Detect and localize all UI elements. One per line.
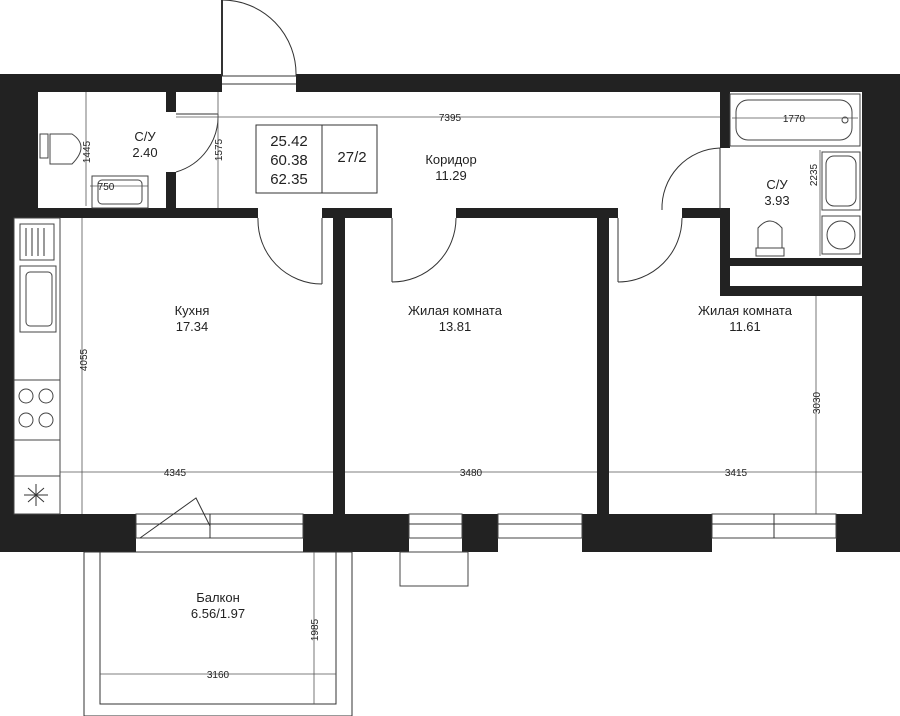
dim-corridor-depth: 1575 bbox=[214, 138, 225, 161]
corridor-area: 11.29 bbox=[435, 168, 467, 183]
kitchen-area: 17.34 bbox=[176, 319, 209, 334]
fixtures bbox=[13, 93, 861, 515]
area-living: 25.42 bbox=[270, 133, 308, 150]
dim-bath-length: 1770 bbox=[783, 114, 806, 125]
area-with-balcony: 62.35 bbox=[270, 171, 308, 188]
living1-name: Жилая комната bbox=[408, 303, 503, 318]
area-total: 60.38 bbox=[270, 152, 308, 169]
balcony-area: 6.56/1.97 bbox=[191, 606, 245, 621]
balcony-outline bbox=[83, 551, 353, 716]
balcony-name: Балкон bbox=[196, 590, 240, 605]
dim-corridor-length: 7395 bbox=[439, 113, 462, 124]
wc-left-area: 2.40 bbox=[132, 145, 157, 160]
summary-table bbox=[255, 124, 378, 194]
doors bbox=[175, 0, 721, 285]
living2-area: 11.61 bbox=[729, 319, 761, 334]
dim-kitchen-width: 4345 bbox=[164, 468, 187, 479]
living1-area: 13.81 bbox=[439, 319, 472, 334]
wc-right-area: 3.93 bbox=[764, 193, 789, 208]
windows bbox=[135, 497, 837, 587]
dim-wc-left-height: 1445 bbox=[82, 140, 93, 163]
dimension-lines bbox=[60, 92, 862, 704]
walls bbox=[0, 74, 900, 552]
dim-wc-left-width: 750 bbox=[98, 182, 115, 193]
dim-living1-width: 3480 bbox=[460, 468, 483, 479]
dim-wc-right-height: 2235 bbox=[809, 163, 820, 186]
dim-balcony-width: 3160 bbox=[207, 670, 230, 681]
dim-living2-height: 3030 bbox=[812, 391, 823, 414]
dim-living2-width: 3415 bbox=[725, 468, 748, 479]
dim-kitchen-height: 4055 bbox=[79, 348, 90, 371]
dim-balcony-height: 1985 bbox=[310, 618, 321, 641]
corridor-name: Коридор bbox=[425, 152, 476, 167]
wc-right-name: С/У bbox=[766, 177, 788, 192]
wc-left-name: С/У bbox=[134, 129, 156, 144]
living2-name: Жилая комната bbox=[698, 303, 793, 318]
apartment-number: 27/2 bbox=[337, 149, 366, 166]
kitchen-name: Кухня bbox=[175, 303, 210, 318]
